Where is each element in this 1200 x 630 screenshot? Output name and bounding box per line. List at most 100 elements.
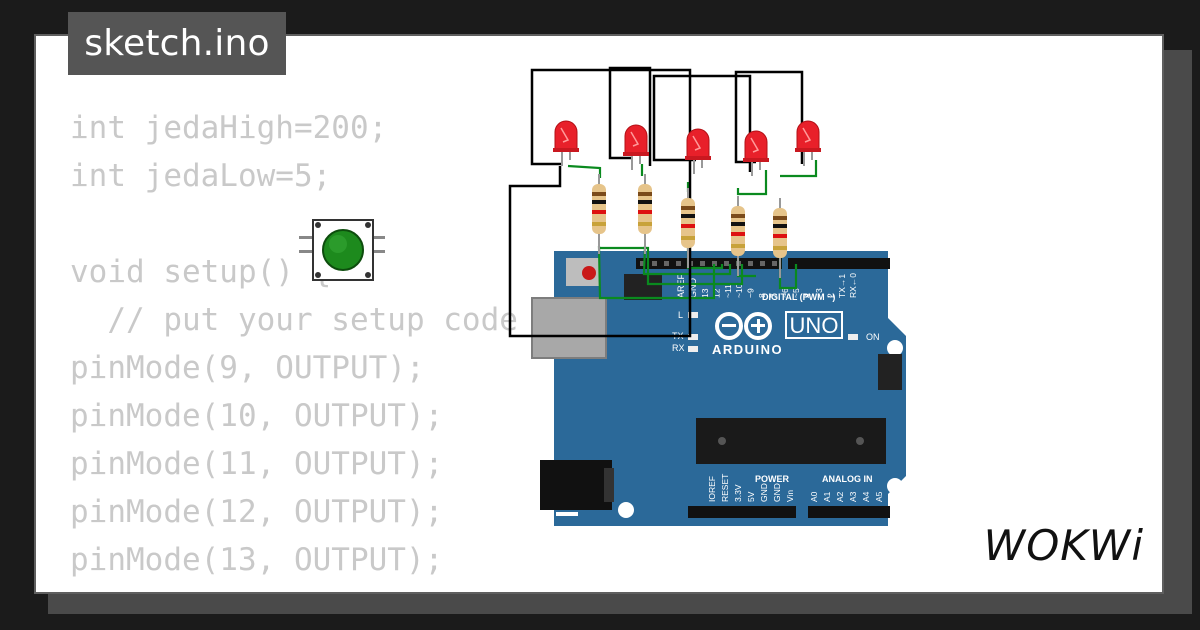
pin-label: A2 [835, 491, 845, 502]
resistor-band [773, 246, 787, 250]
pushbutton[interactable] [299, 219, 385, 281]
pin-label: RESET [720, 474, 730, 502]
resistor-band [773, 234, 787, 238]
led-highlight [560, 127, 570, 143]
pin-label: A5 [874, 491, 884, 502]
led-leg [803, 150, 813, 166]
pin-label: 7 [768, 293, 778, 298]
pin-label: ~10 [734, 283, 744, 298]
pin-label: A4 [861, 491, 871, 502]
resistor-band [731, 244, 745, 248]
atmega-chip [696, 418, 886, 464]
resistor[interactable] [773, 208, 787, 258]
resistor-band [731, 222, 745, 226]
black-wires [508, 66, 804, 338]
pin-label: A0 [809, 491, 819, 502]
led-highlight [630, 131, 640, 147]
header-pin[interactable] [700, 261, 705, 266]
pin-label: IOREF [707, 476, 717, 502]
rx-label: RX [672, 343, 685, 353]
leds[interactable] [553, 120, 821, 176]
header-pin[interactable] [748, 261, 753, 266]
pin-label: RX←0 [848, 273, 858, 298]
pin-label: ~11 [723, 284, 733, 298]
resistor[interactable] [731, 206, 745, 256]
pin-label: 2 [825, 293, 835, 298]
pin-label: 3.3V [733, 484, 743, 502]
pin-label: GND [759, 483, 769, 502]
led-rim [623, 152, 649, 156]
header-pin[interactable] [712, 261, 717, 266]
usb-port [531, 297, 607, 359]
on-label: ON [866, 332, 880, 342]
power-jack [540, 460, 612, 510]
header-pin[interactable] [760, 261, 765, 266]
led-rim [553, 148, 579, 152]
pin-label: ~9 [746, 288, 756, 298]
gnd-label: GND [688, 278, 698, 299]
header-pin[interactable] [640, 261, 645, 266]
wokwi-logo: WOKWi [983, 521, 1144, 570]
header-pin[interactable] [676, 261, 681, 266]
resistor[interactable] [681, 198, 695, 248]
resistor-band [681, 214, 695, 218]
code-line: pinMode(12, OUTPUT); [70, 494, 444, 530]
pin-label: A3 [848, 491, 858, 502]
pin-label: TX→1 [837, 274, 847, 298]
led-leg [631, 154, 641, 170]
l-label: L [678, 310, 683, 320]
resistor-band [731, 232, 745, 236]
pin-label: Vin [785, 490, 795, 502]
resistor[interactable] [638, 184, 652, 234]
resistor-band [592, 192, 606, 196]
resistor-band [681, 224, 695, 228]
resistor-band [638, 200, 652, 204]
resistor-band [592, 200, 606, 204]
led-highlight [802, 127, 812, 143]
resistor[interactable] [592, 184, 606, 234]
header-pin[interactable] [724, 261, 729, 266]
header-pin[interactable] [772, 261, 777, 266]
resistor-band [731, 214, 745, 218]
digital-label: DIGITAL (PWM ~) [762, 292, 835, 302]
led-rim [685, 156, 711, 160]
analog-label: ANALOG IN [822, 474, 873, 484]
pin-label: 8 [757, 293, 767, 298]
power-label: POWER [755, 474, 790, 484]
resistor-band [681, 236, 695, 240]
resistor-band [773, 224, 787, 228]
resistor-band [592, 210, 606, 214]
code-line: pinMode(11, OUTPUT); [70, 446, 444, 482]
board-brand-label: ARDUINO [712, 342, 783, 357]
circuit-diagram: UNO ARDUINO DIGITAL (PWM ~) POWER ANALOG… [299, 66, 906, 526]
resistor-band [638, 192, 652, 196]
resistor-band [638, 210, 652, 214]
pin-label: ~5 [791, 288, 801, 298]
aref-label: AREF [676, 273, 686, 298]
code-line: pinMode(13, OUTPUT); [70, 542, 444, 578]
header-pin[interactable] [664, 261, 669, 266]
pin-label: 4 [803, 293, 813, 298]
pin-label: 13 [700, 288, 710, 298]
pin-label: GND [772, 483, 782, 502]
resistor-band [773, 216, 787, 220]
led-rim [743, 158, 769, 162]
pin-label: A1 [822, 491, 832, 502]
pin-label: 5V [746, 491, 756, 502]
pin-label: ~3 [814, 288, 824, 298]
code-line: pinMode(9, OUTPUT); [70, 350, 425, 386]
led-highlight [692, 135, 702, 151]
resistor-band [681, 206, 695, 210]
code-line: pinMode(10, OUTPUT); [70, 398, 444, 434]
led-rim [795, 148, 821, 152]
preview-card: int jedaHigh=200;int jedaLow=5;void setu… [34, 34, 1164, 594]
pin-label: ~6 [780, 288, 790, 298]
header-pin[interactable] [652, 261, 657, 266]
arduino-uno-board[interactable]: UNO ARDUINO DIGITAL (PWM ~) POWER ANALOG… [531, 251, 906, 526]
pin-label: 12 [711, 288, 721, 298]
file-tab[interactable]: sketch.ino [68, 12, 286, 75]
resistors [592, 174, 787, 278]
